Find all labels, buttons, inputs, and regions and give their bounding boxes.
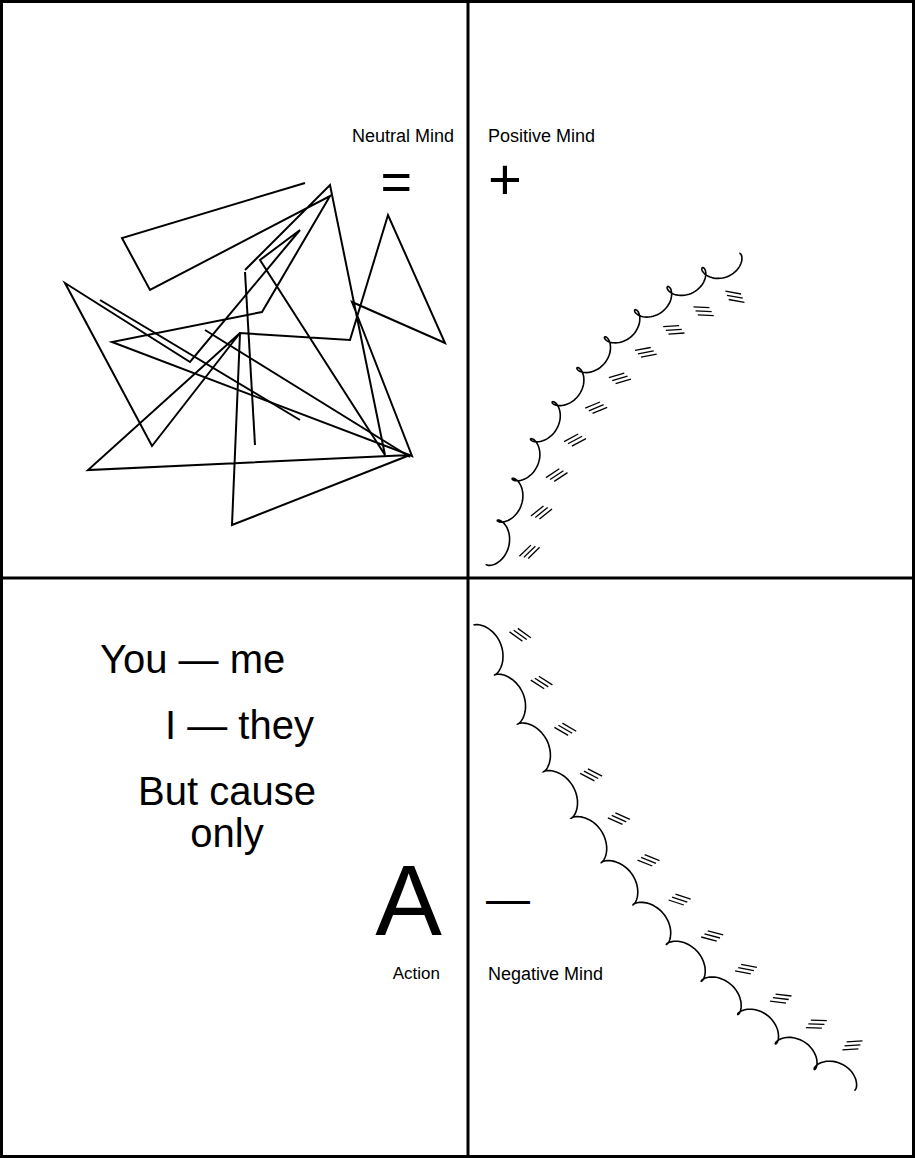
hash-mark (666, 329, 682, 330)
hash-mark (535, 507, 547, 517)
quadrant-cell: Positive Mind+ (468, 0, 915, 578)
hash-mark (564, 434, 578, 442)
hash-mark (701, 937, 717, 941)
hash-mark (729, 300, 745, 303)
hash-mark (811, 1020, 827, 1022)
hash-mark (562, 723, 576, 731)
quadrant-title: Neutral Mind (352, 126, 454, 147)
mind-symbol: + (488, 146, 522, 213)
hash-mark (705, 934, 721, 938)
quadrant-title: Negative Mind (488, 964, 603, 985)
hash-mark (528, 547, 539, 558)
cause-text: But cause only (122, 770, 332, 854)
hash-mark (539, 676, 553, 685)
positive-curl (486, 253, 744, 565)
hash-mark (554, 727, 568, 735)
hash-mark (694, 306, 710, 308)
hash-mark (535, 678, 548, 687)
hash-mark (593, 407, 608, 413)
hash-mark (572, 439, 586, 447)
hash-mark (616, 379, 631, 384)
hash-mark (645, 855, 660, 861)
hash-mark (669, 333, 685, 334)
hash-mark (738, 968, 754, 971)
hash-mark (540, 509, 553, 519)
hash-mark (609, 373, 624, 378)
hash-mark (845, 1045, 861, 1046)
hash-mark (727, 295, 743, 298)
hash-mark (842, 1049, 858, 1050)
hash-mark (638, 351, 654, 354)
hash-mark (531, 506, 544, 516)
hash-mark (847, 1041, 863, 1042)
hash-mark (519, 545, 531, 556)
mind-symbol: = (380, 150, 412, 212)
hash-mark (510, 632, 523, 641)
hash-mark (524, 546, 536, 557)
hash-mark (588, 769, 602, 776)
hash-mark (514, 630, 527, 639)
neutral-scribble (65, 183, 445, 525)
hash-mark (584, 771, 598, 778)
relation-text: I — they (165, 702, 314, 748)
hash-mark (773, 998, 789, 1000)
hash-mark (558, 725, 572, 733)
hash-mark (663, 326, 679, 327)
hash-mark (554, 473, 567, 482)
hash-mark (635, 348, 651, 351)
negative-curl (474, 625, 863, 1091)
quadrant-title: Positive Mind (488, 126, 595, 147)
hash-mark (698, 314, 714, 316)
hash-mark (741, 964, 757, 967)
curl-line (474, 625, 857, 1091)
hash-mark (615, 813, 630, 820)
hash-mark (518, 628, 531, 637)
hash-mark (770, 1001, 786, 1003)
quadrant-cell: Neutral Mind = (0, 0, 468, 578)
hash-mark (568, 436, 582, 444)
hash-mark (725, 291, 741, 294)
action-label: Action (393, 964, 440, 984)
quadrant-cell: — Negative Mind (468, 578, 915, 1158)
hash-mark (708, 931, 723, 935)
action-letter: A (375, 850, 442, 950)
hash-mark (580, 773, 594, 780)
curl-line (486, 253, 742, 565)
grid-line (0, 577, 915, 580)
hash-mark (806, 1027, 822, 1029)
hash-mark (808, 1023, 824, 1025)
hash-mark (776, 994, 792, 996)
mind-symbol: — (486, 874, 530, 925)
hash-mark (696, 310, 712, 312)
hash-mark (546, 469, 559, 478)
relation-text: You — me (100, 636, 285, 682)
hash-mark (735, 971, 751, 974)
hash-mark (641, 354, 657, 357)
hash-mark (550, 471, 563, 480)
quadrant-cell: You — me I — theyBut cause onlyA Action (0, 578, 468, 1158)
hash-mark (531, 680, 544, 689)
hash-mark (612, 376, 627, 381)
hash-mark (676, 894, 691, 899)
